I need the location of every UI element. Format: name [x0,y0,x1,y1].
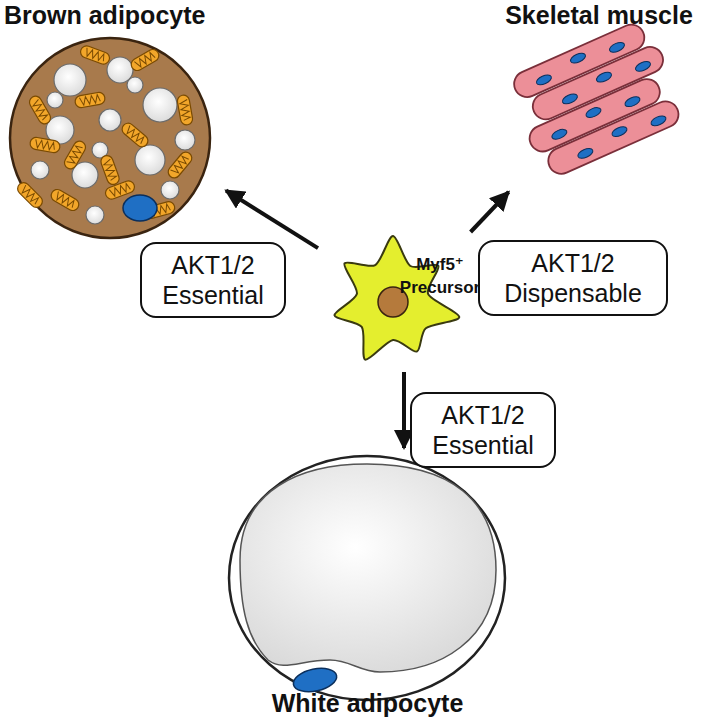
nucleus [611,125,629,139]
mitochondrion [176,94,193,126]
nucleus [550,127,568,141]
precursor-cell [334,236,459,360]
lipid-droplet [175,130,195,150]
nucleus [650,114,668,128]
mitochondrion [27,94,52,126]
nucleus [608,40,626,54]
cell-type: Skeletal muscle [486,2,712,192]
edge-label-box: AKT1/2 Essential [140,242,286,318]
mitochondrion [120,121,151,149]
cell-title: White adipocyte [272,690,464,718]
lipid-droplet [143,88,177,122]
cell-type: White adipocyte [225,448,510,721]
mitochondrion [129,47,161,72]
mitochondrion [99,154,121,186]
nucleus [535,73,553,87]
mitochondrion [62,139,87,171]
cell-label: Myf5⁺ Precursor [396,254,484,300]
arrow [226,191,318,249]
nucleus [624,95,642,109]
muscle-fiber [544,97,682,178]
mitochondrion [79,44,111,66]
arrow [471,192,509,232]
brown-adipocyte-drawing [10,38,210,238]
mitochondrion [29,136,61,153]
nucleus [576,146,594,160]
cell-title: Skeletal muscle [505,2,693,30]
mitochondrion [166,150,194,181]
mitochondrion [49,187,81,212]
precursor-cell: Myf5⁺ Precursor [318,232,490,372]
edge-label: AKT1/2 Essential [150,250,276,310]
nucleus [634,59,652,73]
lipid-droplet [99,109,121,131]
white-adipocyte-drawing [229,456,505,700]
mitochondrion [15,180,45,210]
lipid-droplet [135,145,165,175]
nucleus [561,92,579,106]
precursor-cell-drawing [334,236,459,360]
nucleus [123,195,157,221]
cell-title: Brown adipocyte [4,2,205,30]
nucleus [585,106,603,120]
lipid-droplet [127,77,143,93]
edge-label-box: AKT1/2 Dispensable [478,240,668,316]
lipid-droplet [31,161,49,179]
lipid-droplet [86,206,104,224]
edge-label: AKT1/2 Essential [420,400,546,460]
lipid-droplet [54,64,86,96]
nucleus [595,70,613,84]
lipid-droplet [47,92,63,108]
mitochondrion [74,91,106,108]
arrow [402,372,406,448]
muscle-fiber-drawing [503,17,690,181]
lipid-droplet [161,181,179,199]
nucleus [569,51,587,65]
edge-label: AKT1/2 Dispensable [488,248,658,308]
edge-label-box: AKT1/2 Essential [410,392,556,468]
cell-type: Brown adipocyte [4,2,226,240]
